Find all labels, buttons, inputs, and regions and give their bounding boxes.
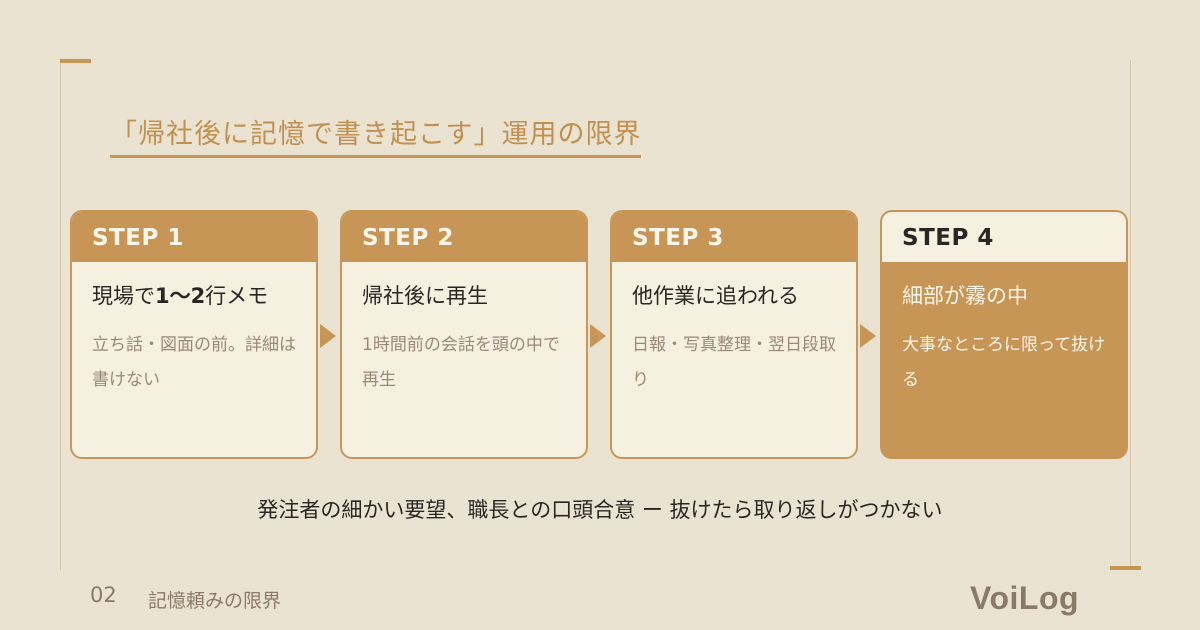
step-card-3: STEP 3 他作業に追われる 日報・写真整理・翌日段取り [610, 210, 858, 459]
frame-corner-top [60, 59, 91, 63]
arrow-right-icon [320, 324, 336, 348]
step-title: 帰社後に再生 [362, 284, 488, 308]
frame-line-left [60, 63, 61, 570]
step-label: STEP 2 [342, 212, 586, 262]
step-description: 立ち話・図面の前。詳細は書けない [92, 335, 296, 390]
step-card-2: STEP 2 帰社後に再生 1時間前の会話を頭の中で再生 [340, 210, 588, 459]
step-card-4: STEP 4 細部が霧の中 大事なところに限って抜ける [880, 210, 1128, 459]
slide-title: 「帰社後に記憶で書き起こす」運用の限界 [110, 112, 642, 158]
summary-text: 発注者の細かい要望、職長との口頭合意 ー 抜けたら取り返しがつかない [257, 498, 943, 522]
step-card-1: STEP 1 現場で1〜2行メモ 立ち話・図面の前。詳細は書けない [70, 210, 318, 459]
step-title: 他作業に追われる [632, 284, 799, 308]
arrow-right-icon [590, 324, 606, 348]
step-title: 現場で1〜2行メモ [92, 284, 269, 308]
frame-corner-bottom [1110, 566, 1141, 570]
step-label: STEP 3 [612, 212, 856, 262]
arrow-right-icon [860, 324, 876, 348]
step-label: STEP 4 [882, 212, 1126, 262]
section-label: 記憶頼みの限界 [148, 590, 282, 612]
step-description: 大事なところに限って抜ける [902, 335, 1106, 390]
page-number: 02 [90, 583, 117, 607]
brand-logo: VoiLog [970, 580, 1080, 616]
step-title: 細部が霧の中 [902, 284, 1028, 308]
step-description: 1時間前の会話を頭の中で再生 [362, 335, 560, 390]
step-description: 日報・写真整理・翌日段取り [632, 335, 836, 390]
step-label: STEP 1 [72, 212, 316, 262]
frame-line-right [1130, 60, 1131, 568]
